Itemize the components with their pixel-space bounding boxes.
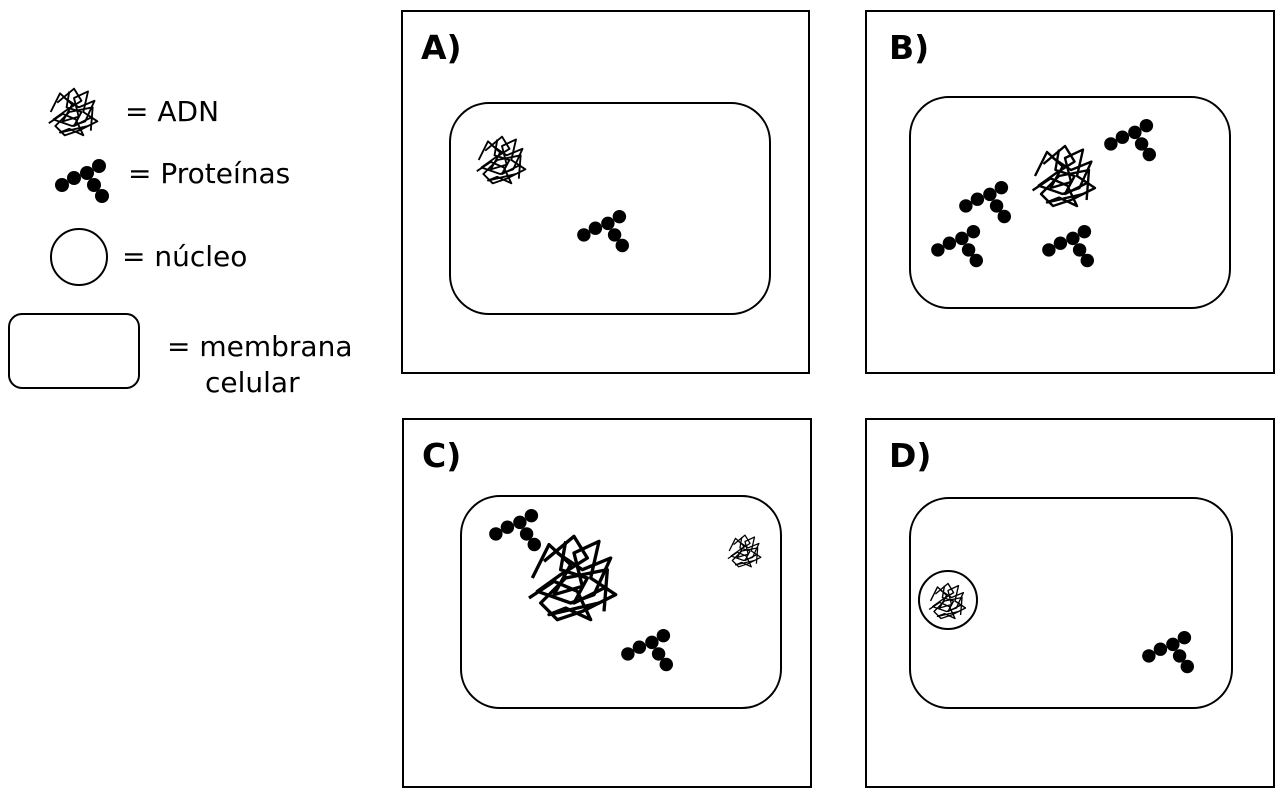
legend-protein-label: = Proteínas (128, 157, 291, 190)
panel-b: B) (865, 10, 1275, 374)
nucleus-legend-icon (50, 228, 108, 286)
membrane-legend-icon (8, 313, 140, 389)
protein-icon (620, 628, 678, 676)
panel-a-label: A) (421, 28, 462, 67)
legend-nucleus-label: = núcleo (122, 240, 248, 273)
dna-icon (474, 132, 530, 188)
panel-a: A) (401, 10, 810, 374)
protein-legend-icon (54, 158, 114, 208)
legend: = ADN = Proteínas = núcleo = membrana ce… (0, 0, 360, 410)
panel-c-label: C) (422, 436, 462, 475)
dna-icon (927, 580, 969, 622)
panel-d-label: D) (889, 436, 932, 475)
dna-icon (726, 525, 764, 577)
dna-icon (520, 528, 628, 628)
nucleus (918, 570, 978, 630)
cell-membrane (449, 102, 771, 315)
dna-icon (1029, 130, 1101, 222)
panel-d: D) (865, 418, 1275, 788)
panel-b-label: B) (889, 28, 930, 67)
cell-membrane (909, 96, 1231, 309)
protein-icon (1141, 630, 1199, 678)
cell-membrane (460, 495, 782, 709)
protein-icon (930, 224, 988, 272)
panel-c: C) (402, 418, 812, 788)
protein-icon (1041, 224, 1099, 272)
protein-icon (576, 209, 634, 257)
legend-dna-label: = ADN (125, 95, 220, 128)
cell-membrane (909, 497, 1233, 709)
legend-membrane-label-line1: = membrana (167, 330, 353, 363)
protein-icon (958, 180, 1016, 228)
protein-icon (1103, 118, 1161, 166)
dna-legend-icon (46, 84, 102, 140)
legend-membrane-label-line2: celular (205, 366, 300, 399)
